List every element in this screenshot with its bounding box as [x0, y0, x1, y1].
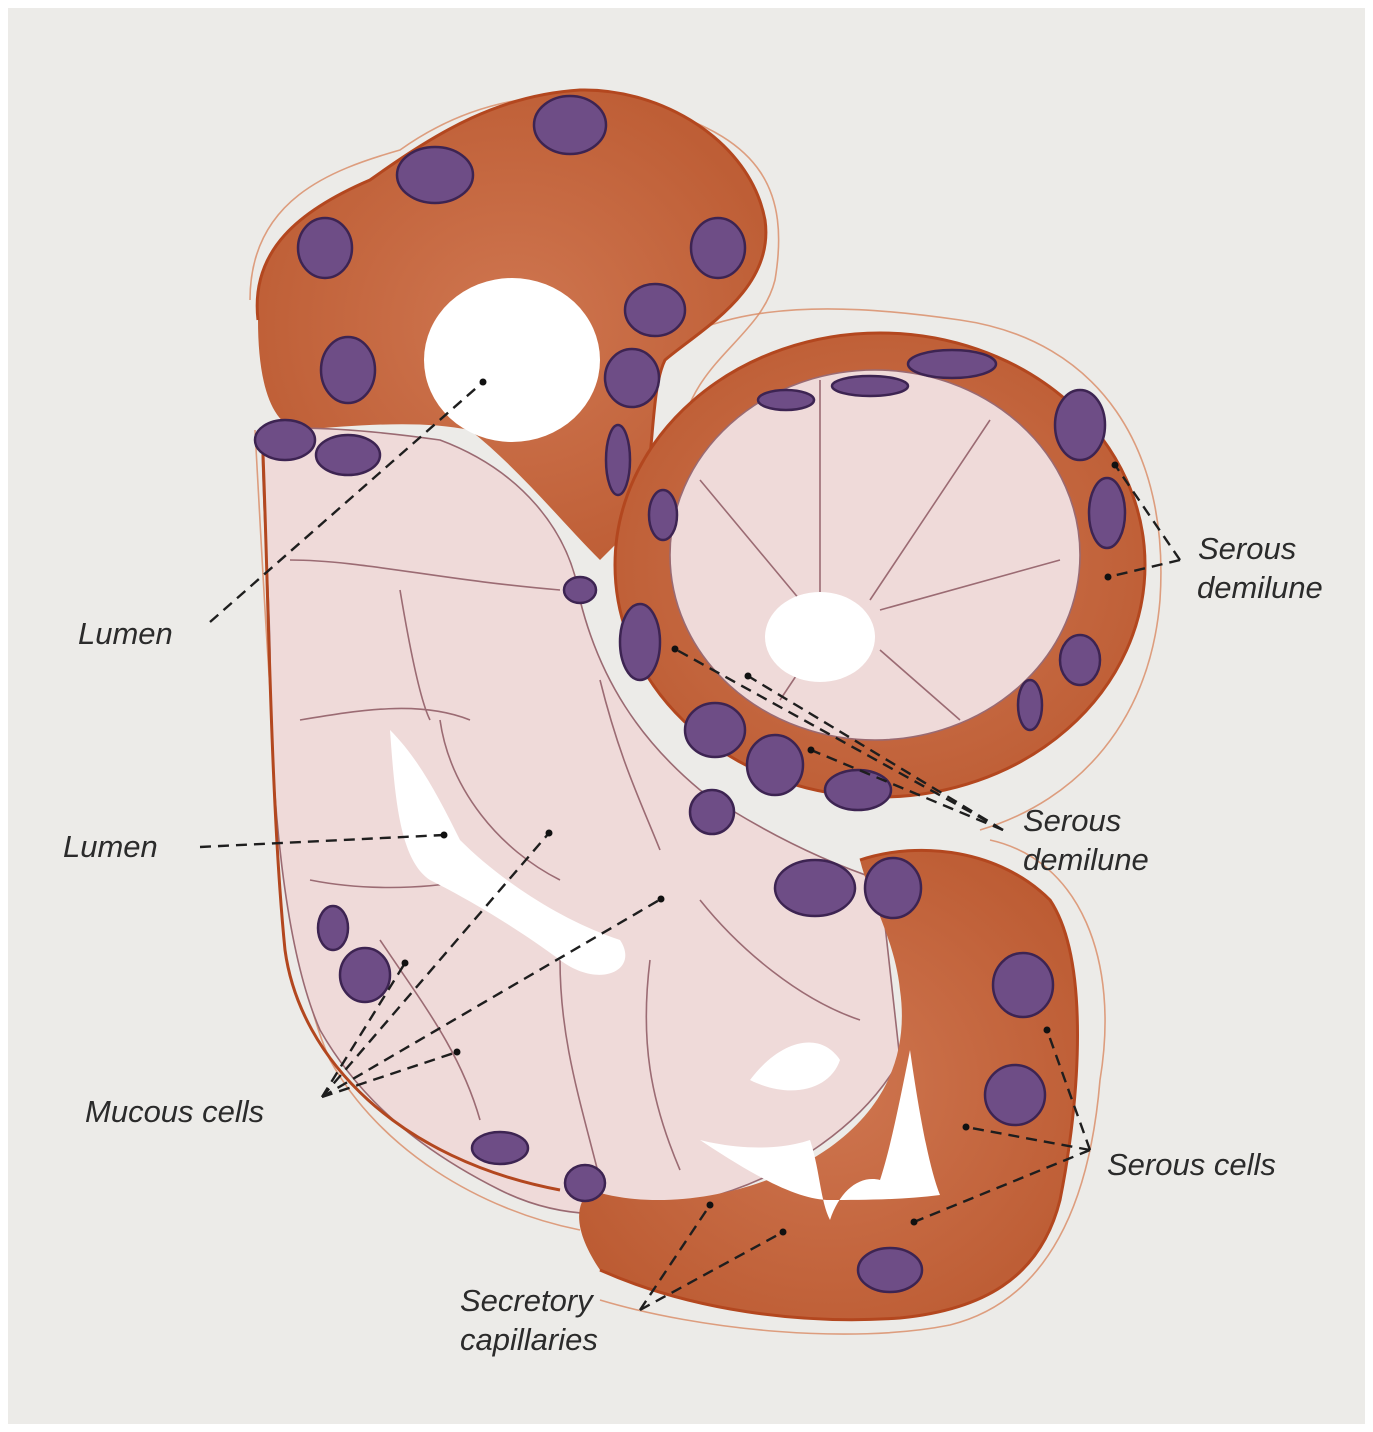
label-serous-demilune-mid-line2: demilune	[1023, 841, 1149, 879]
label-serous-demilune-right-line1: Serous	[1198, 530, 1296, 568]
label-secretory-capillaries-line2: capillaries	[460, 1321, 598, 1359]
label-lumen-top: Lumen	[78, 615, 173, 653]
label-secretory-capillaries-line1: Secretory	[460, 1282, 593, 1320]
label-serous-demilune-mid-line1: Serous	[1023, 802, 1121, 840]
label-mucous-cells: Mucous cells	[85, 1093, 264, 1131]
label-lumen-mid: Lumen	[63, 828, 158, 866]
label-serous-demilune-right-line2: demilune	[1197, 569, 1323, 607]
label-serous-cells: Serous cells	[1107, 1146, 1276, 1184]
